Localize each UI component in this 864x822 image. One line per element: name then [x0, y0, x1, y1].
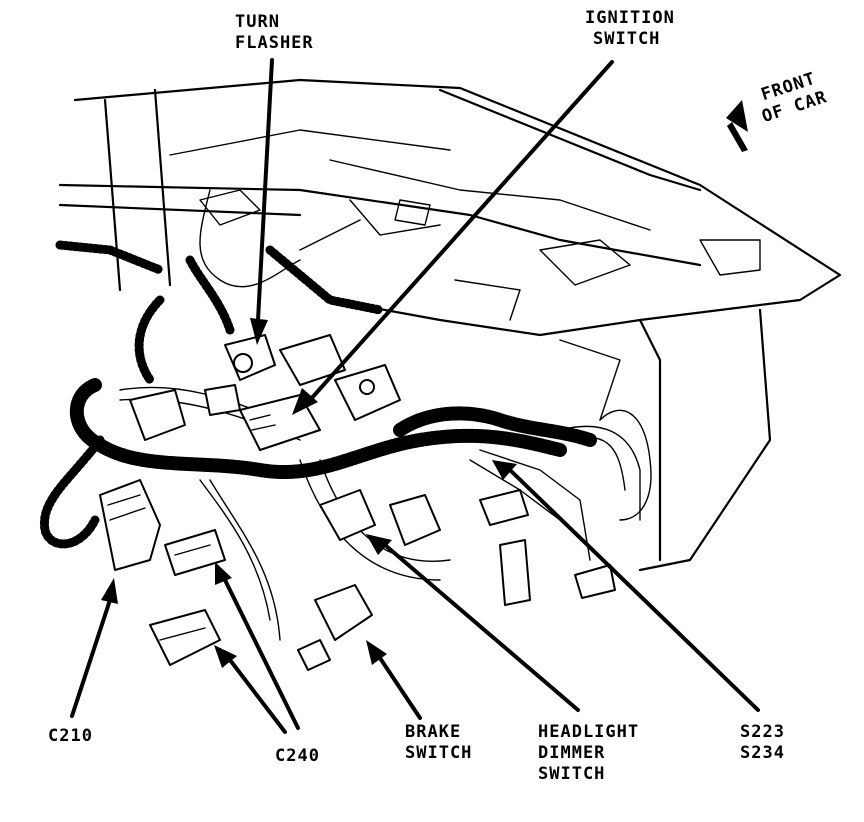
s223-s234-label: S223 S234	[740, 722, 785, 764]
c210-label: C210	[48, 726, 93, 747]
ignition-switch-label-line2: SWITCH	[593, 29, 661, 49]
brake-switch-label-line2: SWITCH	[405, 743, 473, 763]
turn-flasher-label-line2: FLASHER	[235, 33, 314, 53]
wiring-harness	[39, 189, 652, 641]
brake-switch-label-line1: BRAKE	[405, 722, 462, 742]
headlight-dimmer-switch-label: HEADLIGHT DIMMER SWITCH	[538, 722, 639, 785]
brake-switch-label: BRAKE SWITCH	[405, 722, 472, 764]
dash-panel-outline	[58, 78, 842, 572]
components	[99, 334, 616, 671]
headlight-dimmer-switch-label-line1: HEADLIGHT	[538, 722, 640, 742]
turn-flasher-label: TURN FLASHER	[235, 12, 314, 54]
c240-label-text: C240	[275, 746, 320, 766]
front-of-car-arrow	[726, 100, 748, 152]
ignition-switch-label: IGNITION SWITCH	[585, 8, 675, 50]
headlight-dimmer-switch-label-line3: SWITCH	[538, 764, 606, 784]
headlight-dimmer-switch-label-line2: DIMMER	[538, 743, 606, 763]
c240-label: C240	[275, 746, 320, 767]
turn-flasher-label-line1: TURN	[235, 12, 280, 32]
s234-label-text: S234	[740, 743, 785, 763]
c210-label-text: C210	[48, 726, 93, 746]
s223-label-text: S223	[740, 722, 785, 742]
ignition-switch-label-line1: IGNITION	[585, 8, 675, 28]
callout-leaders	[70, 58, 760, 734]
